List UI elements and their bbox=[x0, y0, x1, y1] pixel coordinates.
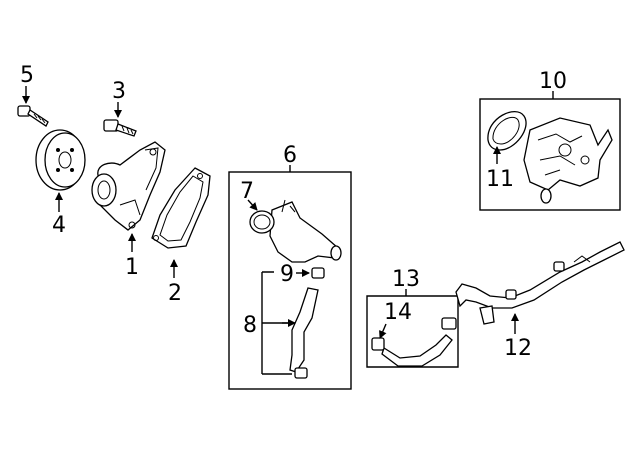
pulley-part-4 bbox=[35, 129, 86, 191]
callout-6: 6 bbox=[283, 143, 297, 168]
callout-9: 9 bbox=[280, 262, 294, 287]
leader-8-bracket bbox=[261, 271, 294, 375]
bolt-part-3 bbox=[103, 119, 137, 137]
pipe-part-12 bbox=[455, 241, 625, 325]
callout-4: 4 bbox=[52, 213, 66, 238]
callout-14: 14 bbox=[384, 300, 412, 325]
leader-7 bbox=[247, 199, 258, 211]
bolt-part-5 bbox=[17, 105, 49, 127]
group-box-13 bbox=[366, 295, 459, 368]
leader-14 bbox=[379, 323, 387, 339]
gasket-part-11 bbox=[487, 111, 527, 151]
group-box-10 bbox=[479, 98, 621, 211]
callout-1: 1 bbox=[125, 255, 139, 280]
callout-3: 3 bbox=[112, 79, 126, 104]
outlet-assembly bbox=[523, 117, 613, 204]
hose-part-14 bbox=[371, 317, 457, 367]
callout-11: 11 bbox=[486, 167, 514, 192]
clamp-part-9-upper bbox=[311, 267, 325, 279]
callout-2: 2 bbox=[168, 281, 182, 306]
callout-13: 13 bbox=[392, 267, 420, 292]
callout-5: 5 bbox=[20, 63, 34, 88]
thermostat-housing bbox=[269, 199, 342, 263]
callout-10: 10 bbox=[539, 69, 567, 94]
gasket-part-2 bbox=[151, 167, 211, 249]
water-pump-part-1 bbox=[91, 141, 166, 231]
callout-8: 8 bbox=[243, 313, 257, 338]
o-ring-part-7 bbox=[249, 210, 275, 234]
callout-7: 7 bbox=[240, 179, 254, 204]
callout-12: 12 bbox=[504, 336, 532, 361]
hose-part-8 bbox=[289, 287, 319, 379]
